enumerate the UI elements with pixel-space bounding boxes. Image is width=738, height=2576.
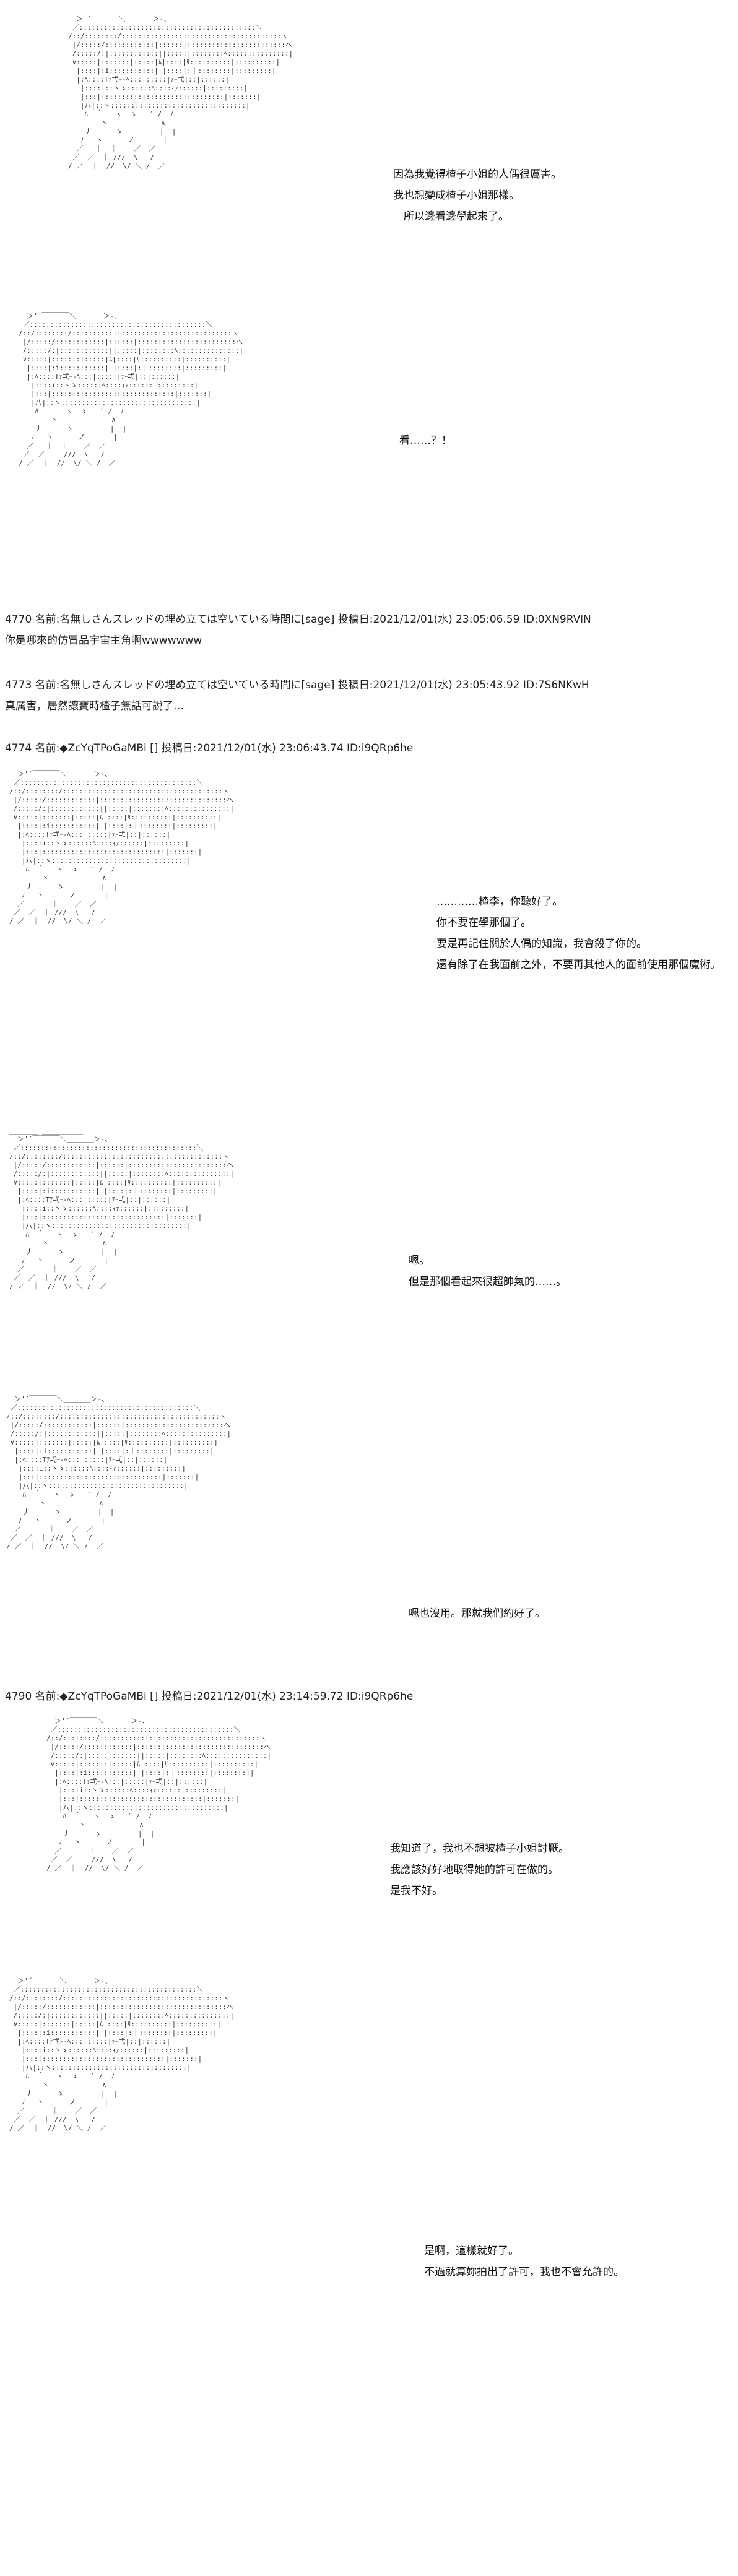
dialogue-block-5: 嗯也沒用。那就我們約好了。 (409, 1603, 545, 1624)
post-body-4770: 你是哪來的仿冒品宇宙主角啊wwwwwww (5, 634, 202, 647)
dialogue-line: 你不要在學那個了。 (436, 917, 531, 929)
post-body-4773: 真厲害，居然讓寶時楂子無話可說了… (5, 700, 184, 712)
dialogue-line: 我也想變成楂子小姐那樣。 (393, 189, 519, 202)
dialogue-line: 我知道了，我也不想被楂子小姐討厭。 (390, 1843, 569, 1855)
dialogue-line: 是啊，這樣就好了。 (424, 2245, 519, 2257)
ascii-art-frame-3: _______ __________ ＞'´￣￣￣￣＼＿＿＿＿＞-、 ／::::… (9, 761, 235, 925)
dialogue-line: 不過就算妳拍出了許可，我也不會允許的。 (424, 2266, 624, 2278)
ascii-art-frame-1: _______ __________ ＞'´￣￣￣￣＼＿＿＿＿＞-、 ／::::… (68, 6, 293, 170)
ascii-art-frame-4: _______ __________ ＞'´￣￣￣￣＼＿＿＿＿＞-、 ／::::… (9, 1126, 235, 1290)
dialogue-line: 要是再記住關於人偶的知識，我會殺了你的。 (436, 938, 647, 950)
dialogue-line: 嗯也沒用。那就我們約好了。 (409, 1607, 545, 1620)
dialogue-block-3: …………楂李，你聽好了。 你不要在學那個了。 要是再記住關於人偶的知識，我會殺了… (436, 891, 721, 975)
dialogue-block-7: 是啊，這樣就好了。 不過就算妳拍出了許可，我也不會允許的。 (424, 2241, 624, 2283)
post-header-4773: 4773 名前:名無しさんスレッドの埋め立ては空いている時間に[sage] 投稿… (5, 679, 589, 691)
dialogue-line: 是我不好。 (390, 1885, 443, 1897)
post-header-4770: 4770 名前:名無しさんスレッドの埋め立ては空いている時間に[sage] 投稿… (5, 613, 591, 626)
dialogue-line: 看……？！ (399, 434, 452, 447)
ascii-art-frame-5: _______ __________ ＞'´￣￣￣￣＼＿＿＿＿＞-、 ／::::… (6, 1386, 232, 1550)
dialogue-line: 但是那個看起來很超帥氣的……。 (409, 1276, 567, 1288)
post-header-4790: 4790 名前:◆ZcYqTPoGaMBi [] 投稿日:2021/12/01(… (5, 1690, 414, 1703)
ascii-art-frame-7: _______ __________ ＞'´￣￣￣￣＼＿＿＿＿＞-、 ／::::… (9, 1968, 235, 2132)
dialogue-block-6: 我知道了，我也不想被楂子小姐討厭。 我應該好好地取得她的許可在做的。 是我不好。 (390, 1838, 569, 1901)
dialogue-block-4: 嗯。 但是那個看起來很超帥氣的……。 (409, 1250, 567, 1292)
dialogue-line: 所以邊看邊學起來了。 (393, 210, 509, 223)
post-header-4774: 4774 名前:◆ZcYqTPoGaMBi [] 投稿日:2021/12/01(… (5, 742, 414, 754)
ascii-art-frame-2: _______ __________ ＞'´￣￣￣￣＼＿＿＿＿＞-、 ／::::… (19, 303, 244, 467)
dialogue-block-1: 因為我覺得楂子小姐的人偶很厲害。 我也想變成楂子小姐那樣。 所以邊看邊學起來了。 (393, 164, 562, 227)
dialogue-line: …………楂李，你聽好了。 (436, 896, 563, 908)
dialogue-line: 還有除了在我面前之外，不要再其他人的面前使用那個魔術。 (436, 959, 721, 971)
dialogue-line: 嗯。 (409, 1255, 430, 1267)
dialogue-block-2: 看……？！ (399, 430, 452, 451)
ascii-art-frame-6: _______ __________ ＞'´￣￣￣￣＼＿＿＿＿＞-、 ／::::… (46, 1708, 272, 1872)
dialogue-line: 我應該好好地取得她的許可在做的。 (390, 1864, 558, 1876)
dialogue-line: 因為我覺得楂子小姐的人偶很厲害。 (393, 168, 562, 181)
